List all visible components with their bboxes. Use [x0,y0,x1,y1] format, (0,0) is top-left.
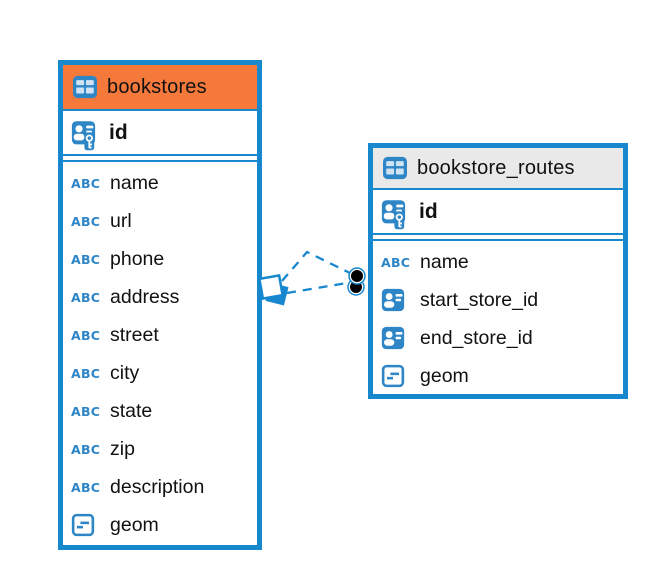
table-bookstores-header[interactable]: bookstores [63,65,257,109]
field-label: start_store_id [420,288,539,311]
primary-key-icon [381,199,411,229]
field-label: address [110,285,180,308]
text-type-icon: ABC [71,213,101,229]
pk-row-id[interactable]: id [373,188,623,235]
pk-label: id [419,199,438,223]
table-title: bookstore_routes [417,156,575,179]
primary-key-icon [71,120,101,150]
relation-link-upper[interactable] [281,250,351,282]
field-row-zip[interactable]: ABC zip [63,430,257,468]
field-row-start-store-id[interactable]: start_store_id [373,281,623,319]
relation-link-lower[interactable] [286,281,348,295]
field-label: end_store_id [420,326,533,349]
reference-type-icon [381,288,411,312]
field-label: description [110,475,205,498]
text-type-icon: ABC [71,403,101,419]
table-title: bookstores [107,75,207,98]
field-label: city [110,361,140,384]
text-type-icon: ABC [71,365,101,381]
field-row-city[interactable]: ABC city [63,354,257,392]
field-row-name[interactable]: ABC name [63,164,257,202]
field-label: name [420,250,469,273]
relation-source-diamond[interactable] [257,273,289,306]
table-routes-header[interactable]: bookstore_routes [373,148,623,188]
relation-target-dot[interactable] [347,267,366,296]
bookstores-field-list: ABC name ABC url ABC phone ABC address A… [63,160,257,545]
field-row-geom[interactable]: geom [373,357,623,395]
field-label: state [110,399,153,422]
table-bookstore-routes[interactable]: bookstore_routes id ABC name [368,143,628,399]
pk-row-id[interactable]: id [63,109,257,156]
field-row-state[interactable]: ABC state [63,392,257,430]
field-row-geom[interactable]: geom [63,506,257,544]
field-label: url [110,209,132,232]
field-row-end-store-id[interactable]: end_store_id [373,319,623,357]
field-label: geom [110,513,159,536]
reference-type-icon [381,326,411,350]
field-label: street [110,323,159,346]
text-type-icon: ABC [71,251,101,267]
routes-field-list: ABC name start_store_id [373,239,623,395]
table-icon [72,75,98,99]
text-type-icon: ABC [71,441,101,457]
geometry-type-icon [71,513,101,537]
field-label: geom [420,364,469,387]
field-row-name[interactable]: ABC name [373,243,623,281]
pk-label: id [109,120,128,144]
text-type-icon: ABC [71,327,101,343]
table-icon [382,156,408,180]
table-bookstores[interactable]: bookstores id ABC name ABC [58,60,262,550]
field-row-description[interactable]: ABC description [63,468,257,506]
field-row-phone[interactable]: ABC phone [63,240,257,278]
field-label: name [110,171,159,194]
field-label: zip [110,437,135,460]
text-type-icon: ABC [71,479,101,495]
text-type-icon: ABC [71,289,101,305]
field-row-address[interactable]: ABC address [63,278,257,316]
field-row-url[interactable]: ABC url [63,202,257,240]
text-type-icon: ABC [71,175,101,191]
field-label: phone [110,247,165,270]
field-row-street[interactable]: ABC street [63,316,257,354]
geometry-type-icon [381,364,411,388]
text-type-icon: ABC [381,254,411,270]
